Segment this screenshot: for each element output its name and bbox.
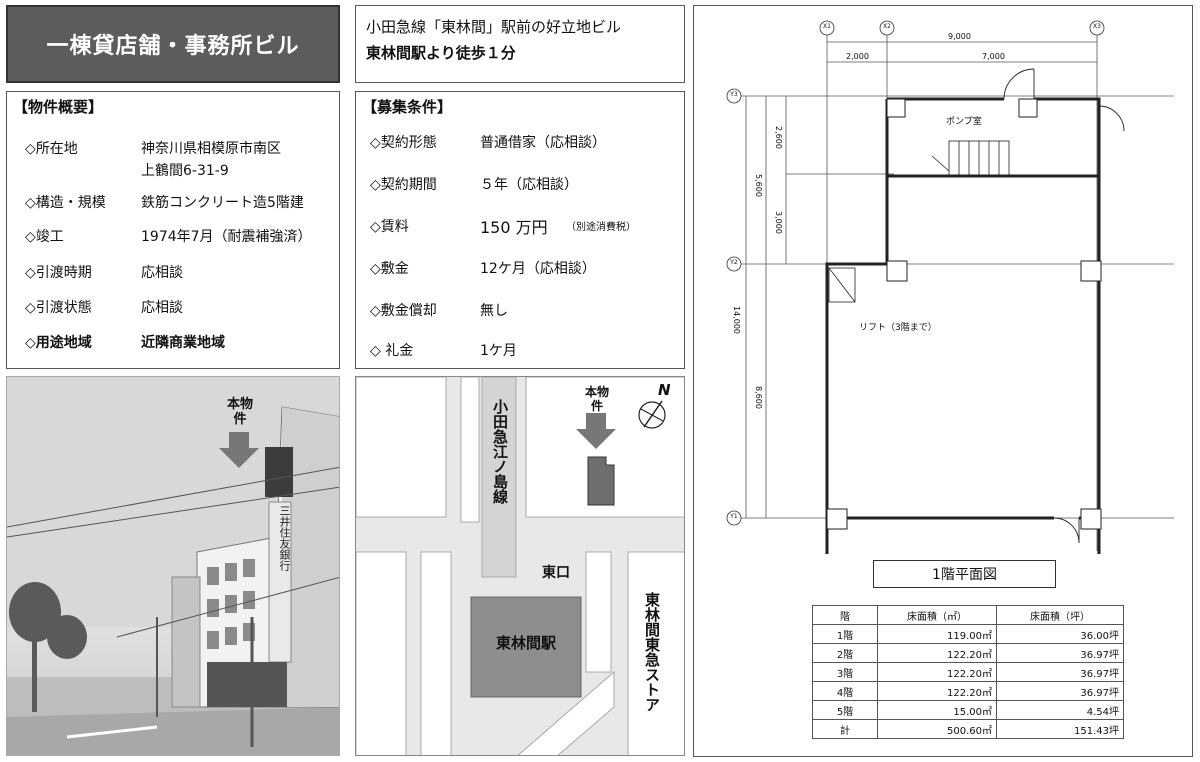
- store-label: 東林間東急ストア: [643, 592, 661, 712]
- dim-depth-1: 5,600: [754, 174, 763, 197]
- overview-value: 応相談: [141, 300, 183, 316]
- pump-room-label: ポンプ室: [946, 117, 982, 127]
- table-row: 3階 122.20㎡ 36.97坪: [812, 662, 1124, 682]
- table-cell: 36.00坪: [996, 624, 1124, 644]
- grid-x3-label: X3: [1093, 23, 1101, 30]
- table-cell: 36.97坪: [996, 662, 1124, 682]
- table-header: 床面積（㎡）: [877, 605, 997, 625]
- map-illustration: [356, 377, 684, 755]
- terms-key: ◇契約形態: [370, 135, 437, 151]
- tagline-box: 小田急線「東林間」駅前の好立地ビル 東林間駅より徒歩１分: [355, 5, 685, 83]
- tagline-line1: 小田急線「東林間」駅前の好立地ビル: [366, 18, 622, 36]
- overview-key: ◇用途地域: [25, 335, 92, 351]
- table-cell: 計: [812, 719, 878, 739]
- floor-plan-title: 1階平面図: [873, 560, 1056, 588]
- overview-value: 1974年7月（耐震補強済）: [141, 229, 312, 245]
- title-banner: 一棟貸店舗・事務所ビル: [6, 5, 340, 83]
- grid-y3-label: Y3: [730, 91, 738, 98]
- tagline-line2: 東林間駅より徒歩１分: [366, 44, 516, 62]
- table-cell: 122.20㎡: [877, 643, 997, 663]
- dim-total-width: 9,000: [948, 32, 971, 41]
- table-row: 5階 15.00㎡ 4.54坪: [812, 700, 1124, 720]
- table-cell: 15.00㎡: [877, 700, 997, 720]
- overview-key: ◇竣工: [25, 229, 64, 245]
- floor-plan-frame: ポンプ室 リフト（3階まで） 9,000 2,000 7,000 14,000 …: [693, 5, 1193, 757]
- overview-key: ◇所在地: [25, 141, 78, 157]
- photo-marker-label: 本物件: [226, 397, 253, 427]
- terms-panel: 【募集条件】 ◇契約形態 普通借家（応相談） ◇契約期間 ５年（応相談） ◇賃料…: [355, 91, 685, 369]
- dim-width-1: 2,000: [846, 52, 869, 61]
- overview-value-line2: 上鶴間6-31-9: [141, 163, 229, 179]
- table-cell: 500.60㎡: [877, 719, 997, 739]
- north-label: N: [658, 381, 671, 399]
- dim-depth-3: 3,000: [774, 211, 783, 234]
- terms-key: ◇ 礼金: [370, 343, 414, 359]
- table-cell: 2階: [812, 643, 878, 663]
- floor-area-table: 階 床面積（㎡） 床面積（坪） 1階 119.00㎡ 36.00坪 2階 122…: [812, 605, 1124, 739]
- overview-key: ◇引渡状態: [25, 300, 92, 316]
- page-title: 一棟貸店舗・事務所ビル: [46, 34, 300, 59]
- table-row: 1階 119.00㎡ 36.00坪: [812, 624, 1124, 644]
- terms-key: ◇敷金: [370, 261, 409, 277]
- grid-x1-label: X1: [823, 23, 831, 30]
- down-arrow-icon: [576, 413, 616, 449]
- terms-key: ◇契約期間: [370, 177, 437, 193]
- table-cell: 1階: [812, 624, 878, 644]
- overview-value: 鉄筋コンクリート造5階建: [141, 195, 304, 211]
- terms-value: 12ケ月（応相談）: [480, 261, 596, 277]
- terms-value: 1ケ月: [480, 343, 517, 359]
- rail-line-label: 小田急江ノ島線: [491, 399, 509, 504]
- lift-label: リフト（3階まで）: [859, 323, 937, 333]
- table-cell: 122.20㎡: [877, 681, 997, 701]
- map-marker-label: 本物件: [584, 385, 609, 413]
- terms-key: ◇賃料: [370, 219, 409, 235]
- down-arrow-icon: [219, 432, 259, 468]
- rent-note: （別途消費税）: [566, 222, 636, 233]
- bank-sign: 三井住友銀行: [278, 505, 291, 571]
- street-photo-illustration: [7, 377, 339, 755]
- terms-value: 無し: [480, 303, 508, 319]
- table-header: 床面積（坪）: [996, 605, 1124, 625]
- table-cell: 4階: [812, 681, 878, 701]
- area-map: N 本物件 小田急江ノ島線 東口 東林間駅 東林間東急ストア: [355, 376, 685, 756]
- table-cell: 3階: [812, 662, 878, 682]
- terms-value: 普通借家（応相談）: [480, 135, 606, 151]
- table-cell: 4.54坪: [996, 700, 1124, 720]
- table-row: 2階 122.20㎡ 36.97坪: [812, 643, 1124, 663]
- overview-value: 神奈川県相模原市南区: [141, 141, 281, 157]
- table-row: 4階 122.20㎡ 36.97坪: [812, 681, 1124, 701]
- table-total-row: 計 500.60㎡ 151.43坪: [812, 719, 1124, 739]
- table-cell: 122.20㎡: [877, 662, 997, 682]
- dim-width-2: 7,000: [982, 52, 1005, 61]
- grid-x2-label: X2: [883, 23, 891, 30]
- grid-y2-label: Y2: [730, 259, 738, 266]
- grid-y1-label: Y1: [730, 513, 738, 520]
- table-header: 階: [812, 605, 878, 625]
- dim-depth-2: 2,600: [774, 126, 783, 149]
- rent-value: 150 万円: [480, 218, 548, 237]
- overview-value: 応相談: [141, 265, 183, 281]
- table-cell: 151.43坪: [996, 719, 1124, 739]
- terms-key: ◇敷金償却: [370, 303, 437, 319]
- terms-value: ５年（応相談）: [480, 177, 578, 193]
- station-label: 東林間駅: [495, 634, 556, 652]
- overview-key: ◇構造・規模: [25, 195, 106, 211]
- table-cell: 119.00㎡: [877, 624, 997, 644]
- floor-plan-drawing: [726, 20, 1174, 554]
- dim-depth-4: 8,600: [754, 386, 763, 409]
- overview-heading: 【物件概要】: [13, 98, 104, 116]
- exit-label: 東口: [542, 565, 570, 581]
- overview-key: ◇引渡時期: [25, 265, 92, 281]
- table-cell: 36.97坪: [996, 681, 1124, 701]
- overview-panel: 【物件概要】 ◇所在地 神奈川県相模原市南区 上鶴間6-31-9 ◇構造・規模 …: [6, 91, 340, 369]
- table-cell: 5階: [812, 700, 878, 720]
- dim-total-depth: 14,000: [732, 306, 741, 334]
- terms-heading: 【募集条件】: [362, 98, 453, 116]
- overview-value: 近隣商業地域: [141, 335, 225, 351]
- table-cell: 36.97坪: [996, 643, 1124, 663]
- table-header-row: 階 床面積（㎡） 床面積（坪）: [812, 605, 1124, 625]
- street-photo: 本物件 三井住友銀行: [6, 376, 340, 756]
